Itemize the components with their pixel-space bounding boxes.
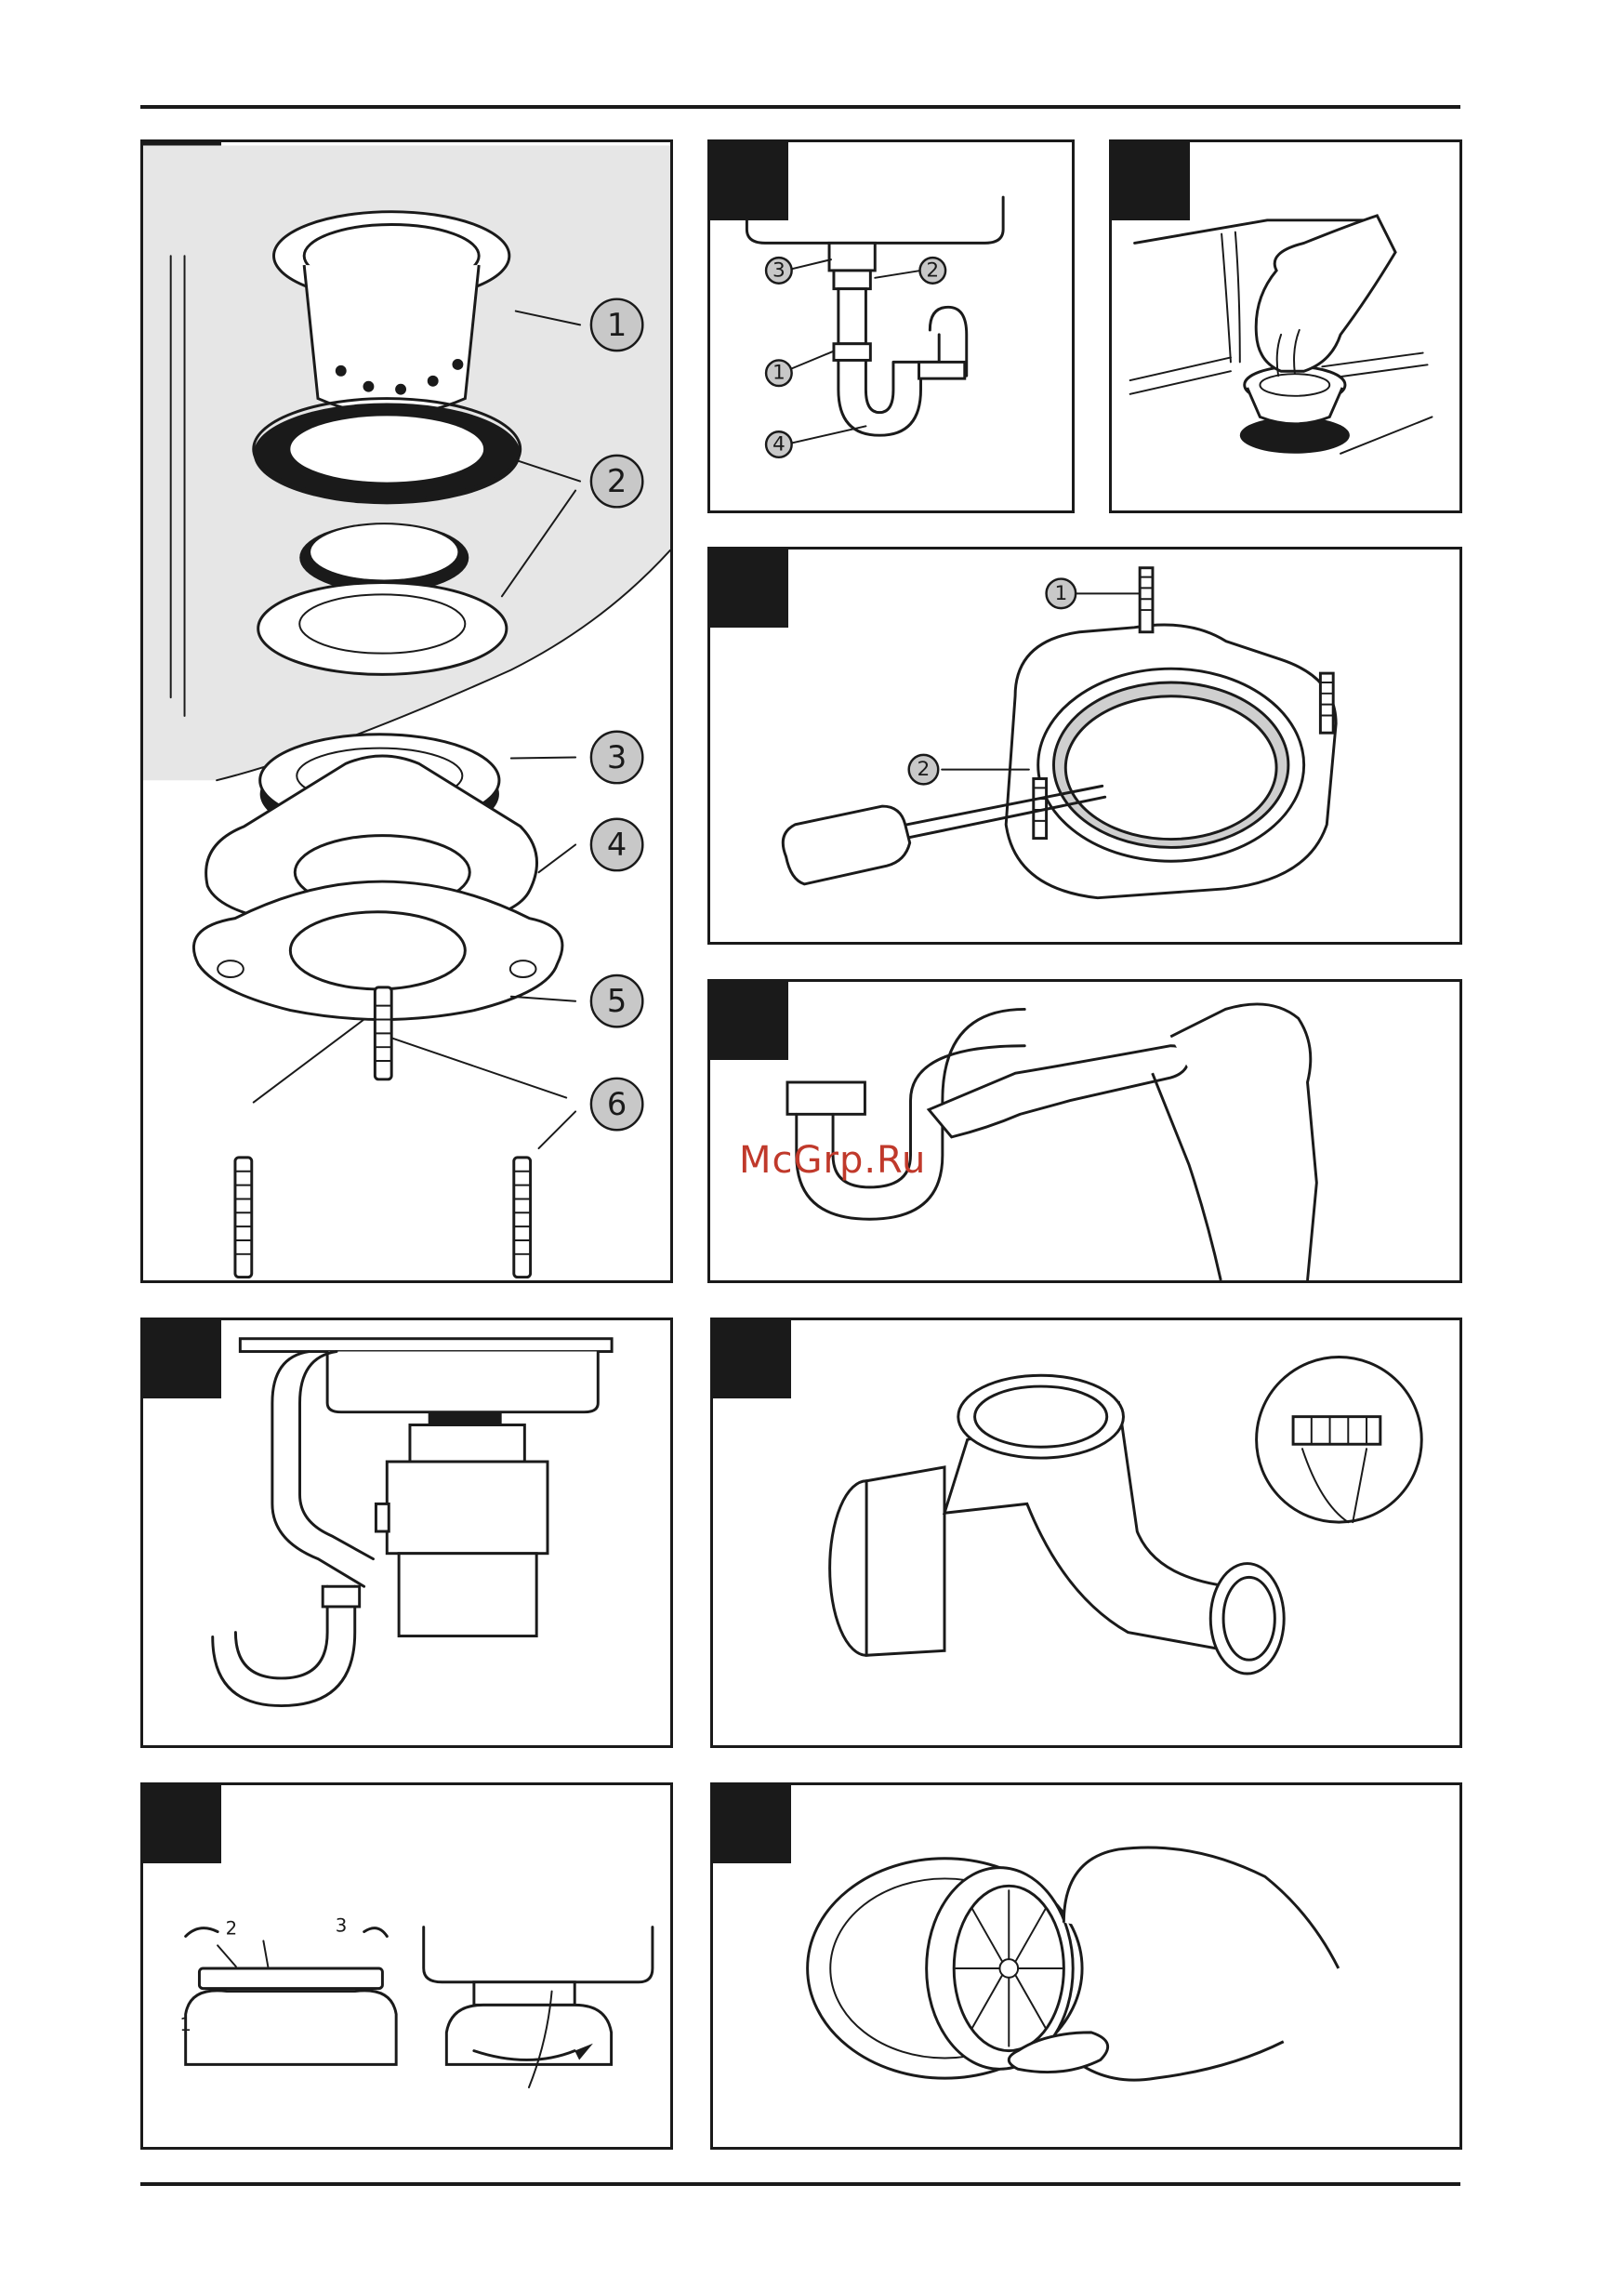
insert-stopper-illustration [713, 1785, 1459, 2147]
top-rule [140, 105, 1460, 109]
exploded-assembly-illustration: 1 2 3 4 5 6 [143, 142, 670, 1280]
panel-8-attach-disposer: 2 3 1 [140, 1782, 673, 2150]
svg-text:2: 2 [918, 758, 931, 781]
callout-3: 3 [591, 732, 642, 783]
callout-4: 4 [766, 431, 792, 457]
svg-text:1: 1 [1054, 582, 1067, 605]
label-2: 2 [226, 1918, 238, 1940]
svg-text:4: 4 [607, 827, 627, 863]
panel-1-exploded-assembly: 1 2 3 4 5 6 [140, 139, 673, 1283]
svg-text:4: 4 [772, 433, 786, 457]
watermark: McGrp.Ru [739, 1139, 926, 1182]
bottom-rule [140, 2182, 1460, 2186]
discharge-tube-illustration [713, 1320, 1459, 1745]
callout-2: 2 [920, 258, 946, 284]
svg-text:1: 1 [607, 307, 627, 343]
svg-text:3: 3 [772, 258, 786, 282]
svg-text:2: 2 [926, 258, 939, 282]
svg-text:5: 5 [607, 983, 627, 1019]
callout-6: 6 [591, 1079, 642, 1130]
disposer-installed-illustration [143, 1320, 670, 1745]
panel-6-disposer-installed [140, 1318, 673, 1748]
drain-trap-illustration: 3 2 1 4 [710, 142, 1072, 510]
loosen-trap-illustration [710, 982, 1459, 1280]
panel-5-loosen-trap [707, 979, 1462, 1283]
callout-2: 2 [909, 755, 939, 785]
svg-text:1: 1 [772, 362, 786, 385]
callout-1: 1 [766, 360, 792, 386]
svg-text:2: 2 [607, 463, 627, 499]
callout-4: 4 [591, 819, 642, 870]
mounting-ring-illustration: 1 2 [710, 550, 1459, 942]
label-1: 1 [179, 2014, 191, 2035]
panel-2-drain-trap: 3 2 1 4 [707, 139, 1075, 513]
svg-text:6: 6 [607, 1086, 627, 1122]
label-3: 3 [336, 1915, 348, 1937]
callout-1: 1 [1047, 579, 1076, 609]
svg-text:3: 3 [607, 739, 627, 775]
callout-5: 5 [591, 975, 642, 1026]
attach-disposer-illustration: 2 3 1 [143, 1785, 670, 2147]
panel-4-mounting-ring: 1 2 [707, 547, 1462, 945]
callout-3: 3 [766, 258, 792, 284]
panel-7-discharge-tube [710, 1318, 1462, 1748]
panel-9-insert-stopper [710, 1782, 1462, 2150]
callout-1: 1 [591, 299, 642, 351]
panel-3-insert-flange [1109, 139, 1462, 513]
insert-flange-illustration [1112, 142, 1459, 510]
callout-2: 2 [591, 456, 642, 507]
